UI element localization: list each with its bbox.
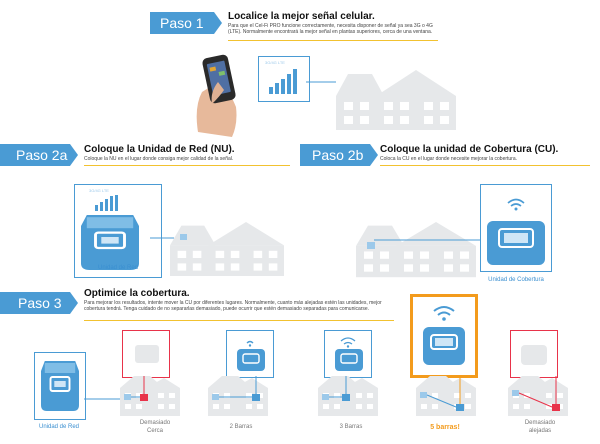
coverage-unit-caption: Unidad de Cobertura [488,277,544,283]
house-illustration [508,376,568,416]
paso-3-divider [84,320,394,321]
option-5-caption-line1: Demasiado [524,420,556,426]
signal-label: 3G/4G LTE [265,60,285,65]
option-1-caption-line2: Cerca [146,428,163,434]
option-2-caption: 2 Barras [229,424,253,430]
connector-line [306,81,336,83]
paso-1-label: Paso 1 [150,12,222,34]
connector-line [374,239,484,241]
coverage-unit-icon [487,221,545,265]
house-illustration [336,70,456,130]
paso-1-description: Para que el Cel-Fi PRO funcione correcta… [228,23,433,36]
paso-3-label: Paso 3 [0,292,78,314]
option-too-close-box [122,330,170,378]
paso-3-title: Optimice la cobertura. [84,288,190,299]
network-unit-box [34,352,86,420]
connector-line [84,398,124,400]
paso-1-divider [228,40,438,41]
wifi-icon [246,340,254,347]
paso-2a-description: Coloque la NU en el lugar donde consiga … [84,156,234,162]
coverage-unit-icon [423,327,465,365]
paso-2a-divider [84,165,290,166]
connector-line [150,237,174,239]
network-unit-caption: Unidad de Red [97,265,139,271]
coverage-unit-icon [335,349,363,371]
paso-2b-label: Paso 2b [300,144,378,166]
coverage-unit-box: Unidad de Cobertura [480,184,552,283]
house-illustration [416,376,476,416]
option-3-bars-box [324,330,372,378]
house-illustration [208,376,268,416]
network-unit-caption: Unidad de Red [38,424,80,430]
network-unit-icon [40,360,80,412]
wifi-icon [507,198,525,211]
paso-2b-divider [380,165,590,166]
option-4-caption: 5 barras! [430,424,460,431]
option-5-bars-box [410,294,478,378]
paso-3-description: Para mejorar los resultados, intente mov… [84,300,382,313]
coverage-unit-icon [521,345,547,365]
house-illustration [170,222,284,276]
signal-bars-icon [95,195,118,211]
paso-2a-label: Paso 2a [0,144,78,166]
network-unit-box: 3G/4G LTE Unidad de Red [74,184,162,278]
coverage-unit-icon [135,345,159,363]
signal-box: 3G/4G LTE [258,56,310,102]
hand-phone-icon [196,54,237,137]
option-too-far-box [510,330,558,378]
signal-bars-icon [269,69,297,94]
option-5-caption-line2: alejadas [528,428,552,434]
house-illustration [120,376,180,416]
option-1-caption-line1: Demasiado [139,420,171,426]
wifi-icon [340,337,356,348]
coverage-unit-icon [237,349,265,371]
house-illustration [318,376,378,416]
house-illustration [356,222,476,278]
paso-2a-title: Coloque la Unidad de Red (NU). [84,144,235,155]
network-unit-icon [79,213,141,272]
option-3-caption: 3 Barras [339,424,363,430]
option-2-bars-box [226,330,274,378]
paso-2b-description: Coloca la CU en el lugar donde necesite … [380,156,518,162]
signal-label: 3G/4G LTE [89,188,109,193]
paso-2b-title: Coloque la unidad de Cobertura (CU). [380,144,559,155]
wifi-icon [433,306,455,321]
paso-1-title: Localice la mejor señal celular. [228,11,375,22]
